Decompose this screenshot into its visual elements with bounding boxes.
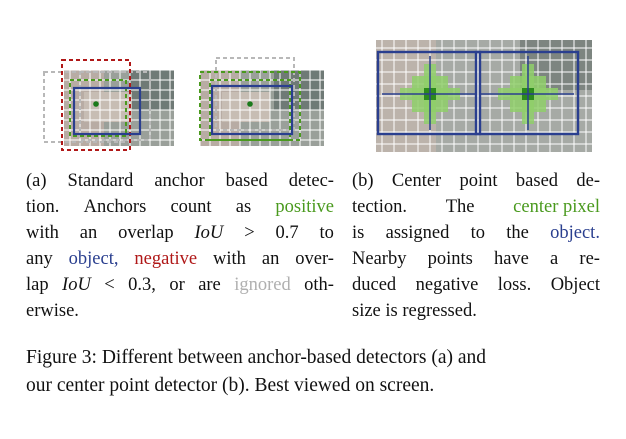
caption-line: tection. The center pixel — [352, 194, 600, 220]
caption-line: (b) Center point based de- — [352, 168, 600, 194]
caption-word: center pixel — [513, 197, 600, 217]
caption-word: or — [169, 275, 185, 295]
caption-word: is — [385, 301, 398, 321]
caption-word: the — [506, 223, 529, 243]
panel-a-illustration — [43, 57, 324, 151]
caption-word: duced — [352, 275, 397, 295]
caption-word: anchor — [154, 171, 205, 191]
caption-word: oth- — [304, 275, 334, 295]
caption-word: lap — [26, 275, 49, 295]
caption-word: as — [235, 197, 252, 217]
caption-word: is — [352, 223, 365, 243]
negative-anchor-box — [61, 59, 131, 151]
caption-word: with — [26, 223, 59, 243]
caption-word: object, — [68, 249, 119, 269]
caption-word: are — [198, 275, 221, 295]
object-center-dot — [93, 101, 99, 107]
caption-word: ignored — [234, 275, 291, 295]
caption-word: tion. — [26, 197, 60, 217]
caption-word: The — [445, 197, 475, 217]
caption-word: < — [104, 275, 115, 295]
caption-word: (b) — [352, 171, 374, 191]
caption-word: loss. — [497, 275, 532, 295]
caption-word: 0.3, — [128, 275, 156, 295]
caption-line: erwise. — [26, 298, 334, 324]
caption-word: with — [213, 249, 246, 269]
caption-word: (a) — [26, 171, 47, 191]
caption-word: have — [493, 249, 529, 269]
caption-word: any — [26, 249, 53, 269]
caption-word: erwise. — [26, 301, 79, 321]
caption-word: negative — [415, 275, 479, 295]
caption-word: negative — [134, 249, 198, 269]
caption-word: Object — [550, 275, 600, 295]
caption-word: de- — [576, 171, 600, 191]
positive-anchor-box — [69, 79, 127, 137]
object-right — [474, 50, 580, 136]
figure-caption: Figure 3: Different between anchor-based… — [26, 344, 606, 400]
caption-word: 0.7 — [275, 223, 299, 243]
caption-line: tion. Anchors count as positive — [26, 194, 334, 220]
caption-word: Anchors — [83, 197, 147, 217]
positive-anchor-box — [199, 71, 301, 141]
object-box — [210, 84, 294, 136]
caption-word: IoU — [194, 223, 224, 243]
caption-line: size is regressed. — [352, 298, 600, 324]
caption-word: size — [352, 301, 381, 321]
caption-line: is assigned to the object. — [352, 220, 600, 246]
caption-line: duced negative loss. Object — [352, 272, 600, 298]
caption-word: assigned — [385, 223, 450, 243]
caption-word: detec- — [288, 171, 334, 191]
caption-word: tection. — [352, 197, 407, 217]
caption-line: (a) Standard anchor based detec- — [26, 168, 334, 194]
caption-word: over- — [295, 249, 334, 269]
caption-word: IoU — [62, 275, 91, 295]
caption-line: Nearby points have a re- — [352, 246, 600, 272]
caption-word: based — [225, 171, 268, 191]
figure-caption-line: Figure 3: Different between anchor-based… — [26, 347, 487, 368]
caption-word: regressed. — [402, 301, 477, 321]
caption-word: Standard — [67, 171, 134, 191]
caption-word: Nearby — [352, 249, 407, 269]
caption-word: object. — [550, 223, 600, 243]
caption-word: to — [319, 223, 334, 243]
caption-word: positive — [275, 197, 334, 217]
caption-word: points — [427, 249, 473, 269]
caption-word: a — [550, 249, 559, 269]
caption-word: > — [244, 223, 255, 243]
ignored-anchor-box — [215, 57, 295, 131]
figure-caption-line: our center point detector (b). Best view… — [26, 375, 435, 396]
caption-word: re- — [579, 249, 600, 269]
panel-a-caption: (a) Standard anchor based detec-tion. Anchors… — [26, 168, 334, 324]
caption-word: Center — [391, 171, 442, 191]
caption-word: count — [170, 197, 212, 217]
caption-word: based — [515, 171, 559, 191]
ignored-anchor-box — [79, 71, 151, 141]
panel-b-caption: (b) Center point based de-tection. The center … — [352, 168, 600, 324]
object-left — [376, 50, 482, 136]
object-box — [72, 86, 142, 136]
caption-word: overlap — [118, 223, 174, 243]
caption-word: to — [470, 223, 485, 243]
panel-b-illustration — [376, 40, 592, 152]
caption-word: an — [79, 223, 98, 243]
caption-word: point — [459, 171, 498, 191]
caption-word: an — [261, 249, 280, 269]
object-center-dot — [247, 101, 253, 107]
